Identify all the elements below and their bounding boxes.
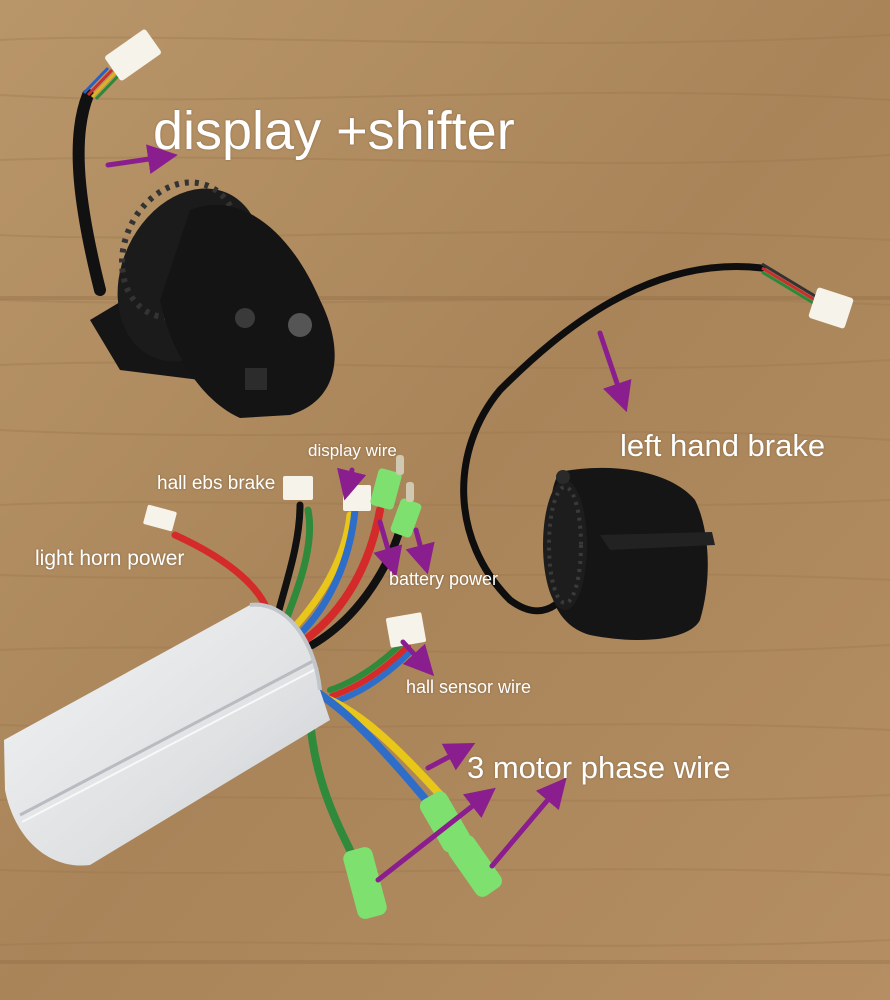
- battery-pin-2: [406, 482, 414, 502]
- label-light-horn-power: light horn power: [35, 547, 185, 570]
- phase-connector-3: [448, 835, 502, 897]
- arrow-display-wire: [337, 467, 367, 501]
- brake-cable: [460, 263, 766, 615]
- wood-plank-seam-2: [0, 960, 890, 964]
- display-shifter-unit: [72, 29, 335, 418]
- phase-connector-2: [419, 791, 471, 853]
- display-port: [288, 313, 312, 337]
- label-display-wire: display wire: [308, 441, 397, 460]
- arrow-battery-1: [373, 519, 403, 578]
- label-battery-power: battery power: [389, 569, 499, 589]
- brake-lever-tab: [600, 532, 715, 550]
- display-cable-wires: [82, 66, 122, 101]
- brake-clamp-ridges: [547, 485, 583, 605]
- arrow-hall-sensor: [400, 639, 435, 677]
- phase-connector-1: [343, 847, 387, 919]
- display-wire-connector: [343, 485, 371, 511]
- label-left-hand-brake: left hand brake: [620, 428, 826, 463]
- brake-clamp: [543, 480, 587, 610]
- controller-box: [4, 602, 330, 866]
- display-connector: [105, 29, 161, 81]
- label-motor-phase-wire: 3 motor phase wire: [467, 750, 731, 785]
- hall-sensor-connector: [385, 612, 427, 648]
- battery-connector-1: [370, 468, 402, 510]
- display-cable: [72, 89, 106, 296]
- arrow-phase-3: [489, 777, 567, 869]
- hall-ebs-connector: [283, 476, 313, 500]
- label-hall-sensor-wire: hall sensor wire: [406, 677, 532, 697]
- label-hall-ebs-brake: hall ebs brake: [157, 473, 276, 494]
- display-screw: [235, 308, 255, 328]
- brake-cable-wires: [761, 262, 816, 306]
- connectors: [143, 455, 502, 919]
- wood-plank-seam: [0, 296, 890, 300]
- arrow-phase-2: [375, 787, 496, 883]
- brake-screw: [556, 470, 570, 484]
- arrow-phase-1: [425, 742, 476, 771]
- annotation-arrows: [105, 144, 632, 883]
- battery-connector-2: [390, 498, 422, 538]
- brake-lever-body: [547, 467, 708, 640]
- arrow-display-shifter: [105, 144, 178, 175]
- battery-pin-1: [396, 455, 404, 475]
- arrow-left-brake: [597, 330, 632, 413]
- brake-connector: [808, 287, 854, 329]
- light-horn-connector: [143, 504, 177, 532]
- arrow-battery-2: [405, 527, 435, 575]
- left-hand-brake: [460, 262, 854, 640]
- display-sticker: [245, 368, 267, 390]
- label-display-shifter: display +shifter: [153, 101, 515, 161]
